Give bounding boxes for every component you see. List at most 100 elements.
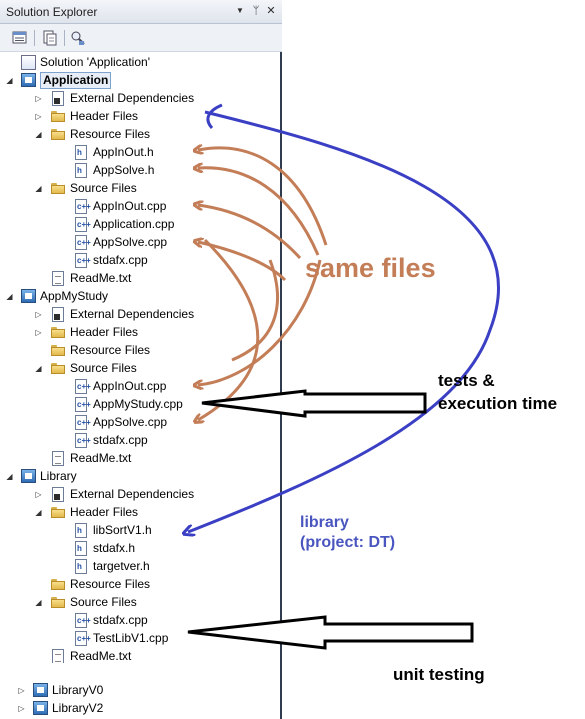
collapse-arrow-icon[interactable]: ◢ xyxy=(35,183,42,193)
tree-item-folder[interactable]: ◢Source Files xyxy=(33,179,136,197)
show-all-files-icon[interactable] xyxy=(42,30,58,46)
panel-title: Solution Explorer xyxy=(6,5,98,19)
expand-arrow-icon[interactable]: ▷ xyxy=(18,685,25,695)
expand-arrow-icon[interactable]: ▷ xyxy=(18,703,25,713)
cpp-file-icon: c++ xyxy=(75,378,91,394)
tree-item-label: ReadMe.txt xyxy=(70,649,132,663)
tree-item-folder[interactable]: ◢Resource Files xyxy=(33,125,150,143)
tree-item-file[interactable]: ReadMe.txt xyxy=(33,449,131,467)
tree-item-file[interactable]: c++stdafx.cpp xyxy=(56,251,148,269)
library-arrow xyxy=(188,110,500,532)
expand-arrow-icon[interactable]: ▷ xyxy=(35,489,42,499)
tree-item-project[interactable]: ◢ Library xyxy=(4,467,77,485)
cpp-file-icon: c++ xyxy=(75,252,91,268)
expand-arrow-icon[interactable]: ▷ xyxy=(35,309,42,319)
close-panel-button[interactable]: ✕ xyxy=(266,5,276,17)
same-file-arrow xyxy=(198,148,328,246)
library-label-line2: (project: DT) xyxy=(300,534,396,551)
view-class-diagram-icon[interactable] xyxy=(70,30,86,46)
library-arrow xyxy=(206,103,223,130)
tree-item-label: External Dependencies xyxy=(70,91,195,105)
same-file-arrow xyxy=(198,259,322,385)
tree-item-folder[interactable]: ◢ Source Files xyxy=(33,359,137,377)
folder-icon xyxy=(50,180,66,196)
cpp-file-icon: c++ xyxy=(75,234,91,250)
pin-icon[interactable]: ᛘ xyxy=(252,5,260,17)
tree-item-file[interactable]: c++AppMyStudy.cpp xyxy=(56,395,183,413)
tree-item-label: AppSolve.h xyxy=(93,163,155,177)
cpp-file-icon: c++ xyxy=(75,630,91,646)
tree-item-label: Library xyxy=(40,469,77,483)
tree-item-folder[interactable]: ▷Header Files xyxy=(33,107,138,125)
collapse-arrow-icon[interactable]: ◢ xyxy=(35,507,42,517)
collapse-arrow-icon[interactable]: ◢ xyxy=(35,363,42,373)
tree-item-label: Application.cpp xyxy=(93,217,175,231)
collapse-arrow-icon[interactable]: ◢ xyxy=(35,129,42,139)
header-file-icon: h xyxy=(75,162,87,178)
folder-icon xyxy=(50,324,66,340)
collapse-arrow-icon[interactable]: ◢ xyxy=(35,597,42,607)
expand-arrow-icon[interactable]: ▷ xyxy=(35,93,42,103)
project-icon xyxy=(21,289,36,303)
tree-item-file[interactable]: ReadMe.txt xyxy=(33,269,131,287)
unit-testing-label: unit testing xyxy=(393,665,485,684)
tree-item-file[interactable]: h AppSolve.h xyxy=(56,161,154,179)
expand-arrow-icon[interactable]: ▷ xyxy=(35,111,42,121)
tree-item-file[interactable]: c++stdafx.cpp xyxy=(56,431,148,449)
panel-splitter[interactable] xyxy=(280,52,282,719)
tests-execution-label: tests & execution time xyxy=(438,369,557,415)
tree-item-file[interactable]: c++AppInOut.cpp xyxy=(56,197,166,215)
tree-item-file[interactable]: c++Application.cpp xyxy=(56,215,174,233)
tree-item-project[interactable]: ◢Application xyxy=(4,71,112,89)
collapse-arrow-icon[interactable]: ◢ xyxy=(6,471,13,481)
unit-testing-arrow xyxy=(187,615,474,650)
tests-arrow xyxy=(201,389,427,418)
tree-item-file[interactable]: c++AppInOut.cpp xyxy=(56,377,166,395)
tree-item-file[interactable]: c++AppSolve.cpp xyxy=(56,233,167,251)
cpp-file-icon: c++ xyxy=(75,612,91,628)
tree-item-label: External Dependencies xyxy=(70,487,195,501)
tree-item-folder[interactable]: Resource Files xyxy=(33,341,150,359)
tree-item-file[interactable]: c++stdafx.cpp xyxy=(56,611,148,629)
header-file-icon: h xyxy=(75,144,87,160)
tree-item-label: AppMyStudy.cpp xyxy=(93,397,183,411)
tree-item-label: Resource Files xyxy=(70,343,151,357)
tree-item-label: AppMyStudy xyxy=(40,289,109,303)
tree-item-project[interactable]: ▷ LibraryV2 xyxy=(16,699,103,717)
tree-item-file[interactable]: ▷ External Dependencies xyxy=(33,89,194,107)
tree-item-solution[interactable]: Solution 'Application' xyxy=(4,53,150,71)
collapse-arrow-icon[interactable]: ◢ xyxy=(6,75,13,85)
toolbar-separator xyxy=(34,30,35,46)
same-files-label: same files xyxy=(305,253,436,283)
tree-item-label: AppSolve.cpp xyxy=(93,415,168,429)
same-file-arrow xyxy=(198,242,287,282)
tree-item-project[interactable]: ◢ AppMyStudy xyxy=(4,287,108,305)
folder-icon xyxy=(50,108,66,124)
window-position-dropdown-button[interactable]: ▼ xyxy=(236,6,244,15)
tree-item-label: targetver.h xyxy=(93,559,150,573)
tree-item-folder[interactable]: ▷Header Files xyxy=(33,323,138,341)
solution-icon xyxy=(21,54,36,70)
tree-item-label: LibraryV2 xyxy=(52,701,104,715)
tree-item-file[interactable]: c++AppSolve.cpp xyxy=(56,413,167,431)
expand-arrow-icon[interactable]: ▷ xyxy=(35,327,42,337)
tree-item-project[interactable]: ▷LibraryV0 xyxy=(16,681,103,699)
tree-item-folder[interactable]: ◢Header Files xyxy=(33,503,138,521)
tree-item-folder[interactable]: ◢Source Files xyxy=(33,593,136,611)
collapse-arrow-icon[interactable]: ◢ xyxy=(6,291,13,301)
project-icon xyxy=(33,701,48,715)
properties-icon[interactable] xyxy=(12,30,28,46)
tree-item-file[interactable]: c++TestLibV1.cpp xyxy=(56,629,168,647)
tree-item-label: Source Files xyxy=(70,361,137,375)
tree-item-file[interactable]: ▷External Dependencies xyxy=(33,305,194,323)
folder-icon xyxy=(50,126,66,142)
tree-item-label: AppInOut.cpp xyxy=(93,199,167,213)
external-dependencies-icon xyxy=(52,90,64,106)
tree-item-folder[interactable]: Resource Files xyxy=(33,575,150,593)
tree-item-label: stdafx.cpp xyxy=(93,613,148,627)
tree-item-file[interactable]: ▷ External Dependencies xyxy=(33,485,194,503)
